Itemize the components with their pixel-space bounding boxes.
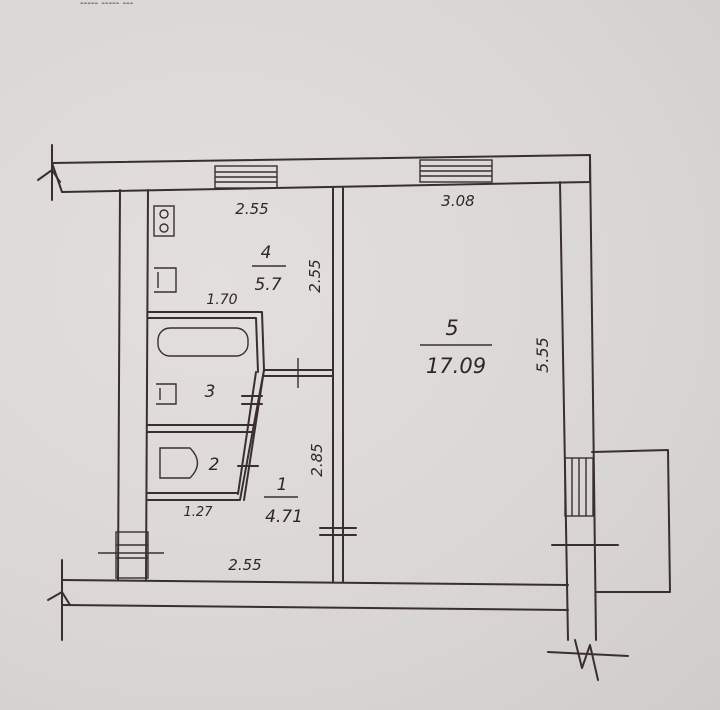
room-4-area: 5.7 [254,275,281,295]
room5-partition [332,187,344,583]
kitchen-stove [153,205,175,237]
stove-burner-2 [159,223,169,233]
toilet [159,447,199,479]
door-tick-bath [241,395,263,405]
room-3-number: 3 [205,382,216,402]
top-wall [51,154,591,193]
room-5-number: 5 [445,316,458,340]
window-top-right [419,159,493,183]
dim-top-left: 2.55 [235,200,268,218]
wall-break-bottom-left [47,559,71,641]
room-1-area: 4.71 [265,507,303,527]
room-4-number: 4 [261,243,272,263]
door-tick-room5 [319,527,357,536]
balcony [591,449,671,593]
bathtub [157,327,249,357]
right-wall [559,154,597,641]
dim-room5-height: 5.55 [533,337,552,373]
room-5-label: 5 17.09 [420,316,492,378]
room-1-number: 1 [277,475,288,495]
dim-kitchen-height: 2.55 [306,259,324,292]
wall-break-bottom-right [547,639,629,681]
bath-block-outline [147,311,265,501]
bath-slanted-wall [237,369,265,501]
entrance-door [98,531,164,579]
wall-break-top-left [37,144,61,201]
dim-hall-height: 2.85 [308,443,326,476]
dim-bottom-width: 2.55 [228,556,261,574]
dim-top-right: 3.08 [441,192,474,210]
bath-sink [156,383,177,405]
bath-block-inner [147,317,259,373]
window-top-left [214,165,278,189]
bottom-wall [61,579,569,611]
room-1-label: 1 4.71 [264,475,303,527]
left-inner-wall [117,189,149,581]
bath-wc-divider [147,424,255,433]
interior-walls [117,187,344,583]
stove-burner-1 [159,209,169,219]
dim-wc-width: 1.27 [184,505,214,520]
kitchen-sink [154,267,177,293]
dim-bath-width: 1.70 [206,292,237,308]
header-text: ----- ----- --- [80,0,134,9]
balcony-door [564,457,594,517]
room-4-label: 4 5.7 [252,243,286,295]
room-5-area: 17.09 [426,354,486,378]
room-2-number: 2 [209,455,220,475]
